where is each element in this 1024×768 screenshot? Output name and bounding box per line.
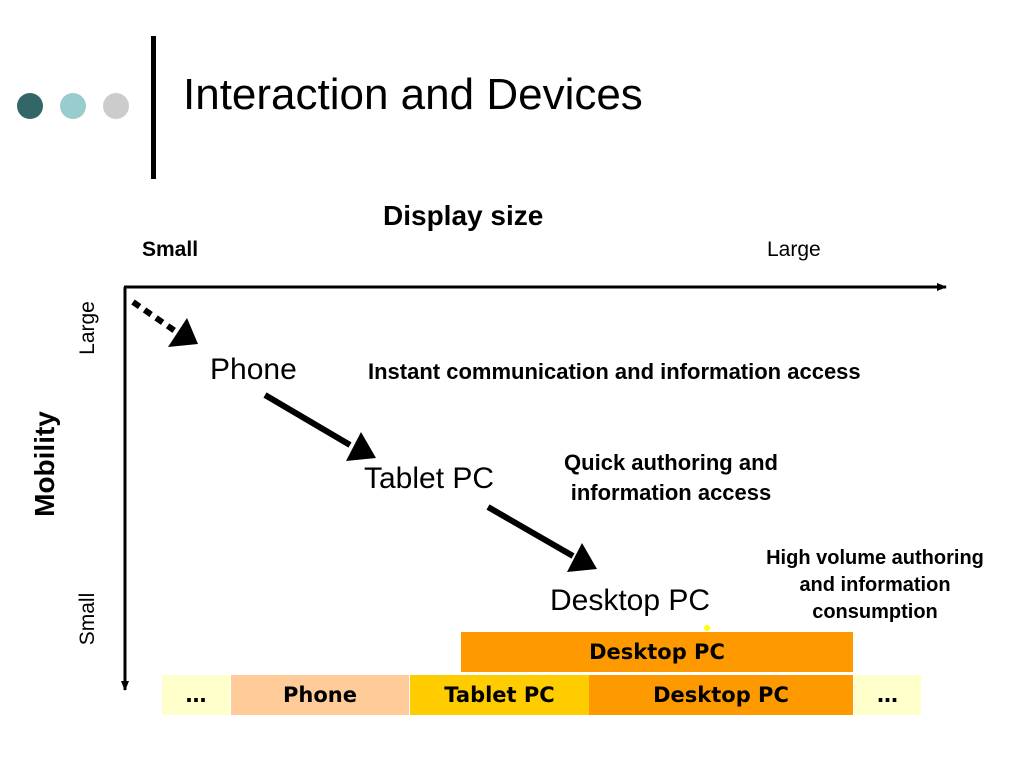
spectrum-cell-tablet: Tablet PC [410,675,589,715]
description-tablet-line-2: information access [570,480,772,505]
arrow-tablet-to-desktop-head [567,543,597,572]
device-label-phone: Phone [210,353,297,386]
y-axis-title: Mobility [29,411,60,517]
spectrum-cell-desktop: Desktop PC [589,675,853,715]
title-divider [151,36,156,179]
x-axis-title: Display size [383,200,544,231]
yellow-mark [704,625,710,631]
spectrum-cell-ellipsis-left: … [162,675,230,715]
bullet-dot-2 [60,93,86,119]
spectrum-cell-ellipsis-right: … [854,675,921,715]
device-label-tablet: Tablet PC [364,462,495,495]
dashed-arrow-head [168,318,198,347]
description-desktop: High volume authoring and information co… [740,545,1010,626]
description-desktop-line-1: High volume authoring [766,547,984,569]
spectrum-cell-phone: Phone [231,675,409,715]
x-axis-large-label: Large [767,238,821,261]
bullet-dot-3 [103,93,129,119]
description-tablet-line-1: Quick authoring and [564,450,778,475]
arrow-phone-to-tablet-shaft [263,392,352,448]
device-label-desktop: Desktop PC [550,584,711,617]
slide-title: Interaction and Devices [183,70,643,119]
spectrum-top-desktop: Desktop PC [461,632,853,672]
arrow-phone-to-tablet-head [346,432,376,461]
bullet-dot-1 [17,93,43,119]
description-tablet: Quick authoring and information access [536,448,806,508]
y-axis-small-label: Small [76,592,99,646]
description-phone: Instant communication and information ac… [368,359,861,384]
x-axis-small-label: Small [142,238,199,261]
y-axis-large-label: Large [76,301,99,355]
arrow-tablet-to-desktop-shaft [486,504,575,559]
dashed-arrow-shaft [131,299,180,336]
description-desktop-line-2: and information [799,574,951,596]
description-desktop-line-3: consumption [812,601,938,623]
